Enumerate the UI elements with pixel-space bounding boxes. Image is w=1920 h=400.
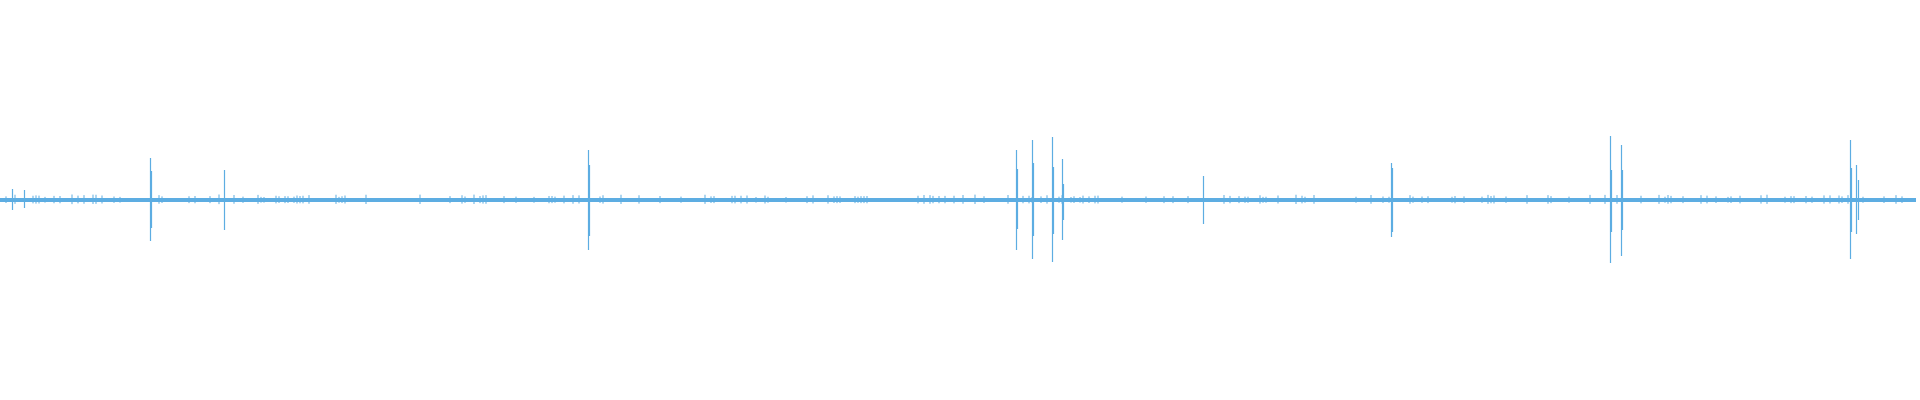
waveform-samples xyxy=(0,136,1916,263)
waveform-baseline xyxy=(0,198,1916,202)
